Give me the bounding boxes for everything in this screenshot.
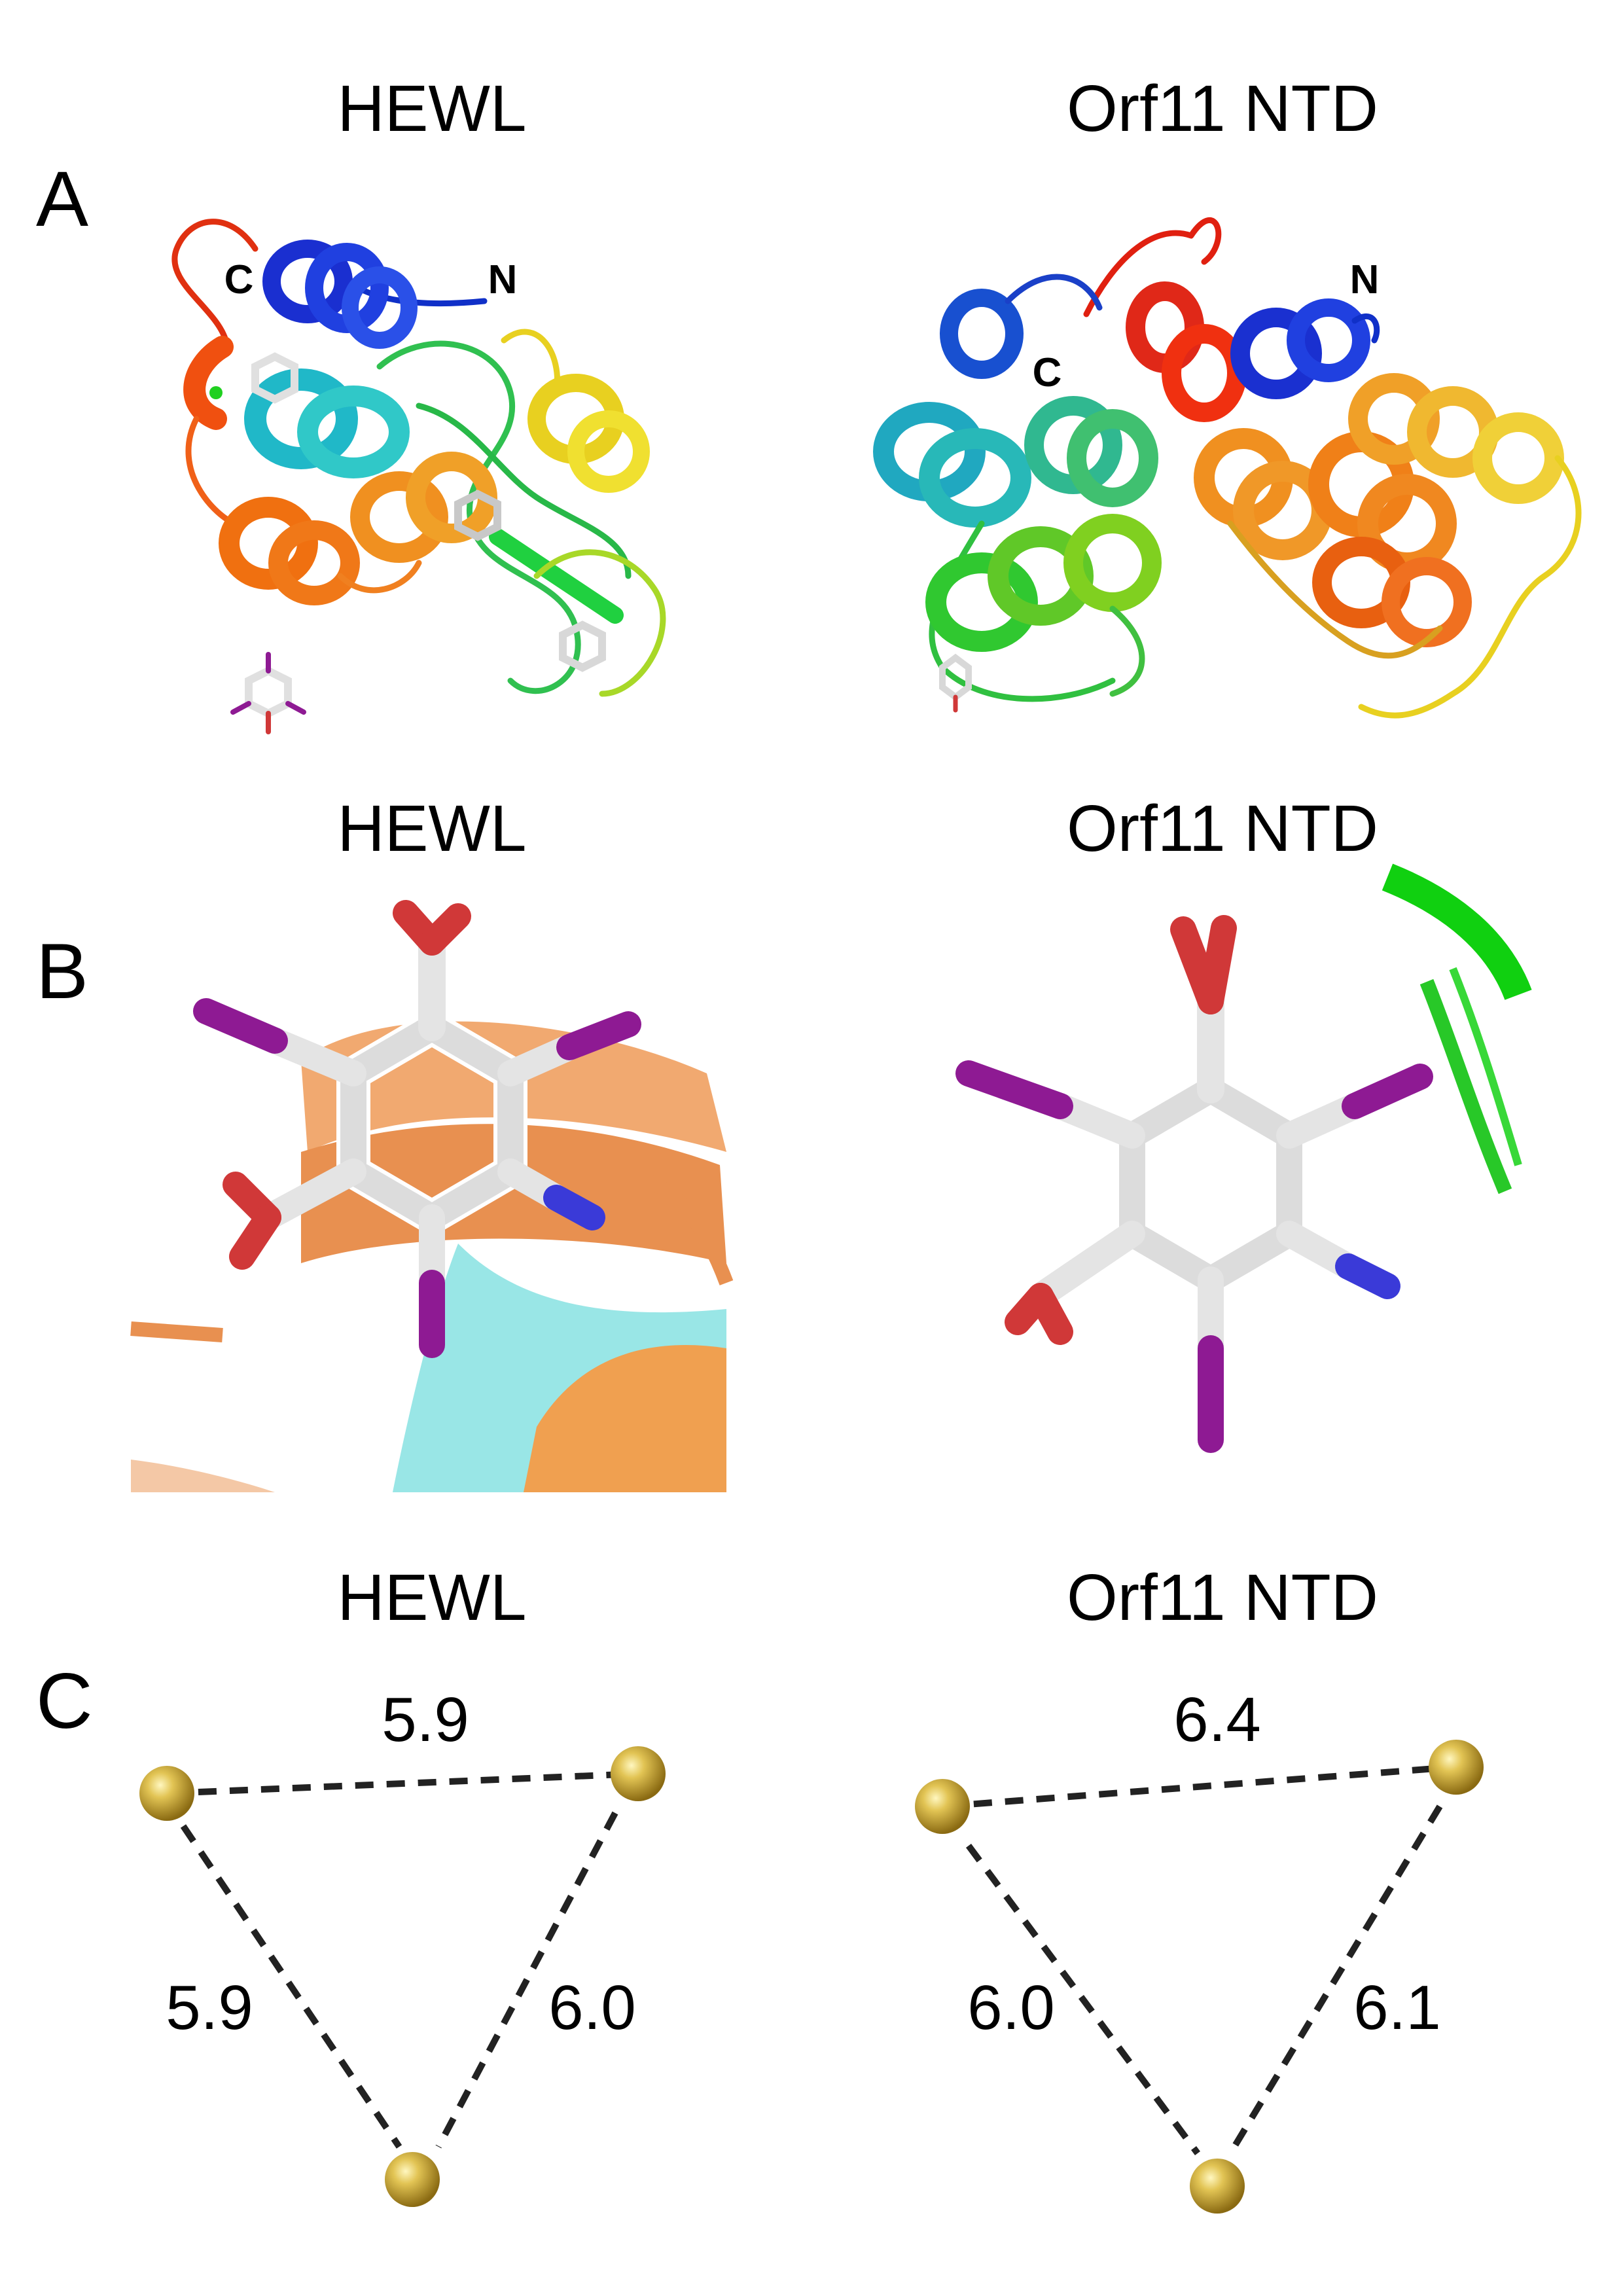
hewl-iodine-atom-2 [611, 1746, 666, 1801]
hewl-iodine-triangle [139, 1746, 666, 2207]
panel-c: C HEWL Orf11 NTD 5.9 5.9 6.0 6.4 6.0 6.1 [36, 1561, 1484, 2214]
hewl-ligand-sticks [209, 352, 606, 734]
hewl-iodine-atom-1 [139, 1766, 194, 1821]
hewl-edge-left [180, 1824, 402, 2149]
hewl-n-terminus-label: N [488, 257, 518, 302]
hewl-iodine-atom-3 [385, 2152, 440, 2207]
orf11-c-terminus-label: C [1033, 350, 1062, 395]
panel-c-label: C [36, 1657, 93, 1745]
orf11-ligand-sticks-b [955, 915, 1433, 1453]
hewl-distance-right: 6.0 [548, 1973, 635, 2043]
orf11-iodine-atom-1 [915, 1779, 970, 1834]
orf11-ribbon-structure [873, 217, 1582, 719]
orf11-distance-top: 6.4 [1173, 1685, 1260, 1755]
orf11-edge-top [942, 1764, 1454, 1810]
hewl-edge-right [435, 1811, 618, 2149]
panel-b-left-title: HEWL [338, 792, 527, 865]
panel-a-label: A [36, 155, 88, 243]
hewl-distance-left: 5.9 [166, 1973, 253, 2043]
orf11-distance-right: 6.1 [1353, 1973, 1440, 2043]
orf11-iodine-atom-3 [1190, 2159, 1245, 2214]
panel-b: B HEWL Orf11 NTD [36, 792, 1532, 1492]
hewl-c-terminus-label: C [224, 257, 254, 302]
panel-a: A HEWL Orf11 NTD [36, 72, 1582, 734]
hewl-edge-top [166, 1770, 639, 1797]
orf11-iodine-triangle [915, 1740, 1484, 2214]
hewl-ribbon-structure [171, 219, 666, 697]
orf11-ligand-sticks [939, 653, 972, 713]
panel-c-right-title: Orf11 NTD [1067, 1561, 1378, 1634]
orf11-n-terminus-label: N [1350, 257, 1380, 302]
panel-b-right-title: Orf11 NTD [1067, 792, 1378, 865]
orf11-edge-left [965, 1844, 1201, 2155]
hewl-distance-top: 5.9 [382, 1685, 469, 1755]
orf11-strand-closeup [1382, 863, 1532, 1194]
panel-c-left-title: HEWL [338, 1561, 527, 1634]
orf11-distance-left: 6.0 [967, 1973, 1054, 2043]
orf11-iodine-atom-2 [1429, 1740, 1484, 1795]
panel-a-right-title: Orf11 NTD [1067, 72, 1378, 145]
panel-b-label: B [36, 927, 88, 1015]
orf11-edge-right [1227, 1804, 1443, 2155]
panel-a-left-title: HEWL [338, 72, 527, 145]
hewl-ligand-sticks-b [193, 900, 641, 1358]
